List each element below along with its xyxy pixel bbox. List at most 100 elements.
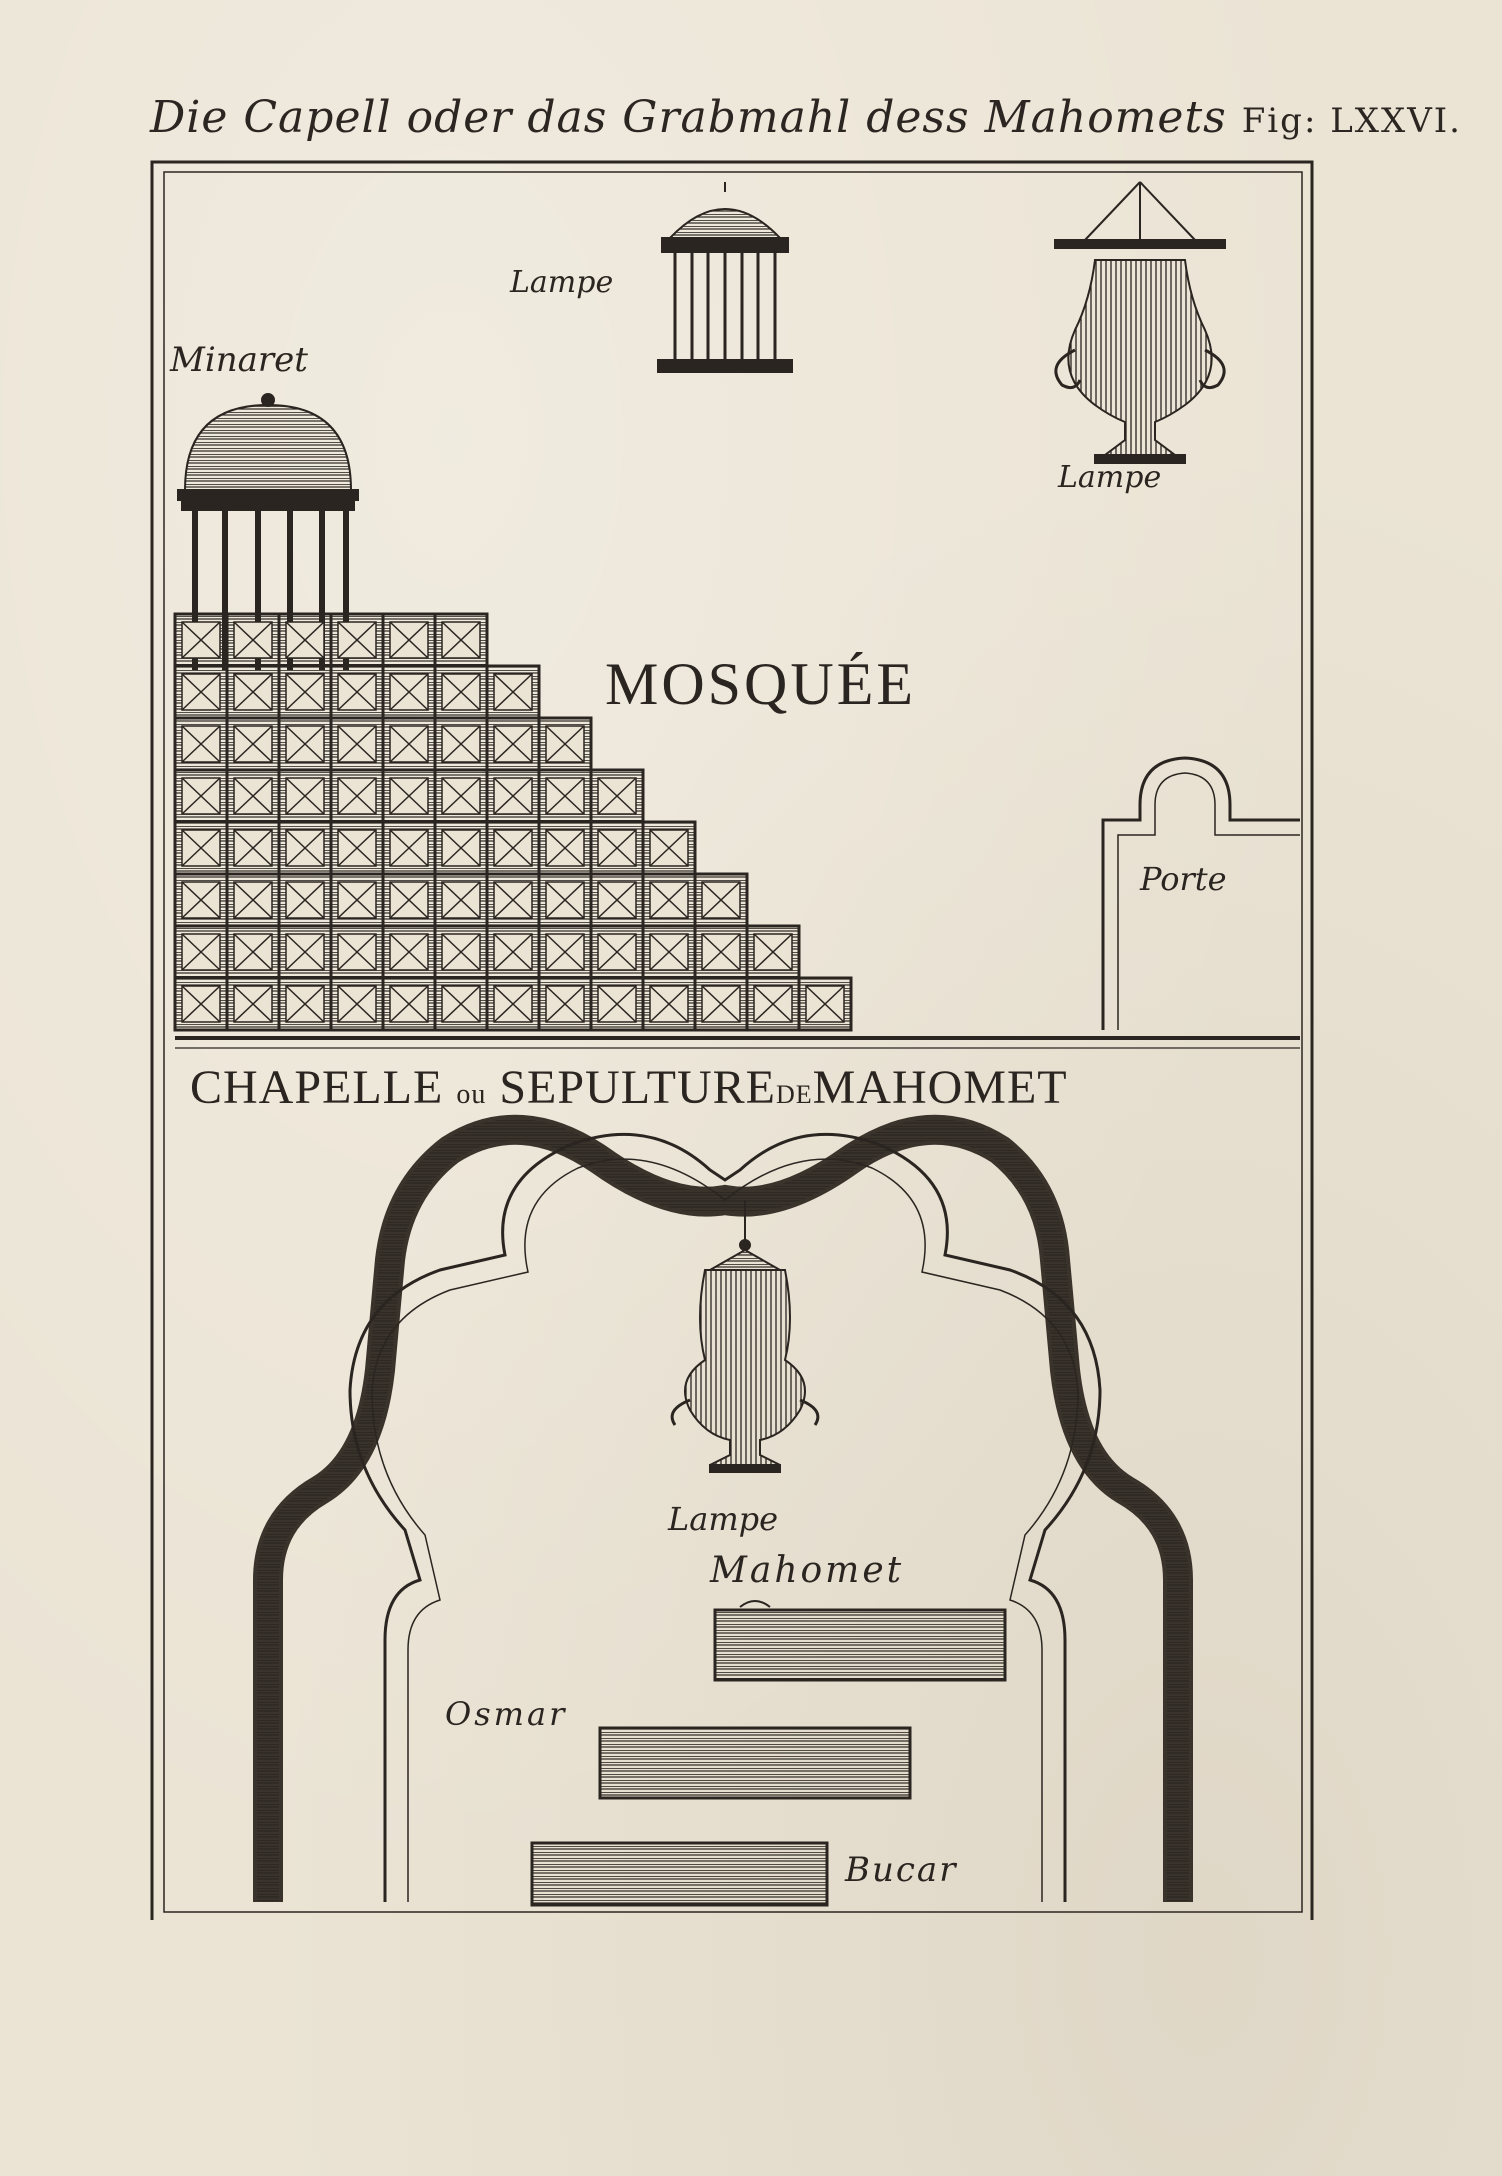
- mosque-block: [225, 664, 281, 720]
- cage-lamp-icon: [657, 182, 793, 373]
- label-tomb-osmar: Osmar: [445, 1695, 568, 1733]
- mosque-block: [329, 768, 385, 824]
- mosque-block: [381, 768, 437, 824]
- mosque-block: [537, 976, 593, 1032]
- mosque-block: [225, 768, 281, 824]
- chapel-title-chapelle: CHAPELLE: [190, 1061, 444, 1114]
- mosque-block: [277, 872, 333, 928]
- mosque-block: [381, 664, 437, 720]
- mosque-block: [485, 820, 541, 876]
- mosque-block: [381, 820, 437, 876]
- mosque-block: [225, 872, 281, 928]
- mosque-block: [485, 716, 541, 772]
- engraving-drawing: [150, 160, 1314, 1920]
- mosque-block: [173, 664, 229, 720]
- mosque-block: [277, 664, 333, 720]
- mosque-block: [433, 716, 489, 772]
- mosque-block: [173, 924, 229, 980]
- mosque-block: [589, 768, 645, 824]
- mosque-block: [693, 872, 749, 928]
- mosque-block: [485, 872, 541, 928]
- mosque-block: [745, 924, 801, 980]
- mosque-block: [329, 976, 385, 1032]
- chapel-enclosure: [253, 1114, 1193, 1902]
- mosque-block: [381, 872, 437, 928]
- vase-lamp-icon: [1054, 181, 1226, 464]
- label-cage-lamp: Lampe: [510, 265, 614, 300]
- mosque-block: [433, 924, 489, 980]
- mosque-block: [225, 820, 281, 876]
- mosque-block: [433, 872, 489, 928]
- mosque-block: [641, 820, 697, 876]
- mosque-block: [641, 976, 697, 1032]
- mosque-block: [173, 716, 229, 772]
- mosque-block: [433, 612, 489, 668]
- mosque-block: [641, 872, 697, 928]
- mosque-block: [329, 716, 385, 772]
- chapel-title: CHAPELLE ou SEPULTUREDEMAHOMET: [190, 1060, 1068, 1115]
- mosque-block: [589, 872, 645, 928]
- label-vase-lamp: Lampe: [1058, 460, 1162, 495]
- mosque-block: [173, 976, 229, 1032]
- mosque-block: [277, 716, 333, 772]
- plate-title: Die Capell oder das Grabmahl dess Mahome…: [150, 92, 1227, 143]
- tomb-mahomet: [713, 1600, 1007, 1682]
- mosque-block: [329, 872, 385, 928]
- hanging-lamp-icon: [670, 1200, 820, 1473]
- plate-border-outer: [150, 160, 1314, 1920]
- mosque-block: [277, 768, 333, 824]
- mosque-block: [693, 924, 749, 980]
- mosque-block: [485, 924, 541, 980]
- mosque-block: [745, 976, 801, 1032]
- label-mosque: MOSQUÉE: [605, 651, 917, 717]
- mosque-block: [537, 872, 593, 928]
- plate-border-inner: [163, 171, 1303, 1913]
- mosque-block: [693, 976, 749, 1032]
- mosque-block: [537, 820, 593, 876]
- mosque-block: [225, 924, 281, 980]
- mosque-block: [433, 768, 489, 824]
- mosque-block: [381, 716, 437, 772]
- label-tomb-bucar: Bucar: [845, 1850, 958, 1890]
- mosque-block: [537, 716, 593, 772]
- mosque-block: [173, 820, 229, 876]
- mosque-block: [797, 976, 853, 1032]
- figure-number: Fig: LXXVI.: [1241, 101, 1462, 141]
- mosque-block: [433, 664, 489, 720]
- mosque-block: [225, 976, 281, 1032]
- mosque-block: [381, 612, 437, 668]
- mosque-block: [329, 664, 385, 720]
- label-tomb-mahomet: Mahomet: [710, 1550, 905, 1591]
- mosque-block: [381, 924, 437, 980]
- mosque-block: [329, 612, 385, 668]
- mosque-block: [173, 768, 229, 824]
- chapel-title-ou: ou: [456, 1079, 487, 1110]
- mosque-block: [641, 924, 697, 980]
- mosque-block: [277, 612, 333, 668]
- mosque-block: [433, 820, 489, 876]
- mosque-block: [589, 976, 645, 1032]
- mosque-block: [277, 924, 333, 980]
- mosque-block: [277, 976, 333, 1032]
- tomb-bucar: [530, 1841, 829, 1907]
- engraving-plate: Lampe Lampe Minaret MOSQUÉE Porte CHAPEL…: [150, 160, 1315, 1920]
- mosque-block: [589, 924, 645, 980]
- mosque-block: [381, 976, 437, 1032]
- mosque-block: [225, 716, 281, 772]
- mosque-block: [485, 664, 541, 720]
- mosque-block: [277, 820, 333, 876]
- mosque-block: [537, 924, 593, 980]
- chapel-title-mahomet: MAHOMET: [812, 1061, 1068, 1114]
- door-outline: [1101, 756, 1300, 1030]
- mosque-block: [329, 924, 385, 980]
- mosque-block: [485, 976, 541, 1032]
- mosque-block: [589, 820, 645, 876]
- mosque-block: [485, 768, 541, 824]
- tomb-osmar: [598, 1726, 912, 1800]
- mosque-block: [329, 820, 385, 876]
- label-door: Porte: [1140, 860, 1227, 898]
- plate-header: Die Capell oder das Grabmahl dess Mahome…: [150, 92, 1460, 162]
- mosque-block: [433, 976, 489, 1032]
- mosque-block: [173, 872, 229, 928]
- mosque-stepped-structure: [173, 612, 853, 1032]
